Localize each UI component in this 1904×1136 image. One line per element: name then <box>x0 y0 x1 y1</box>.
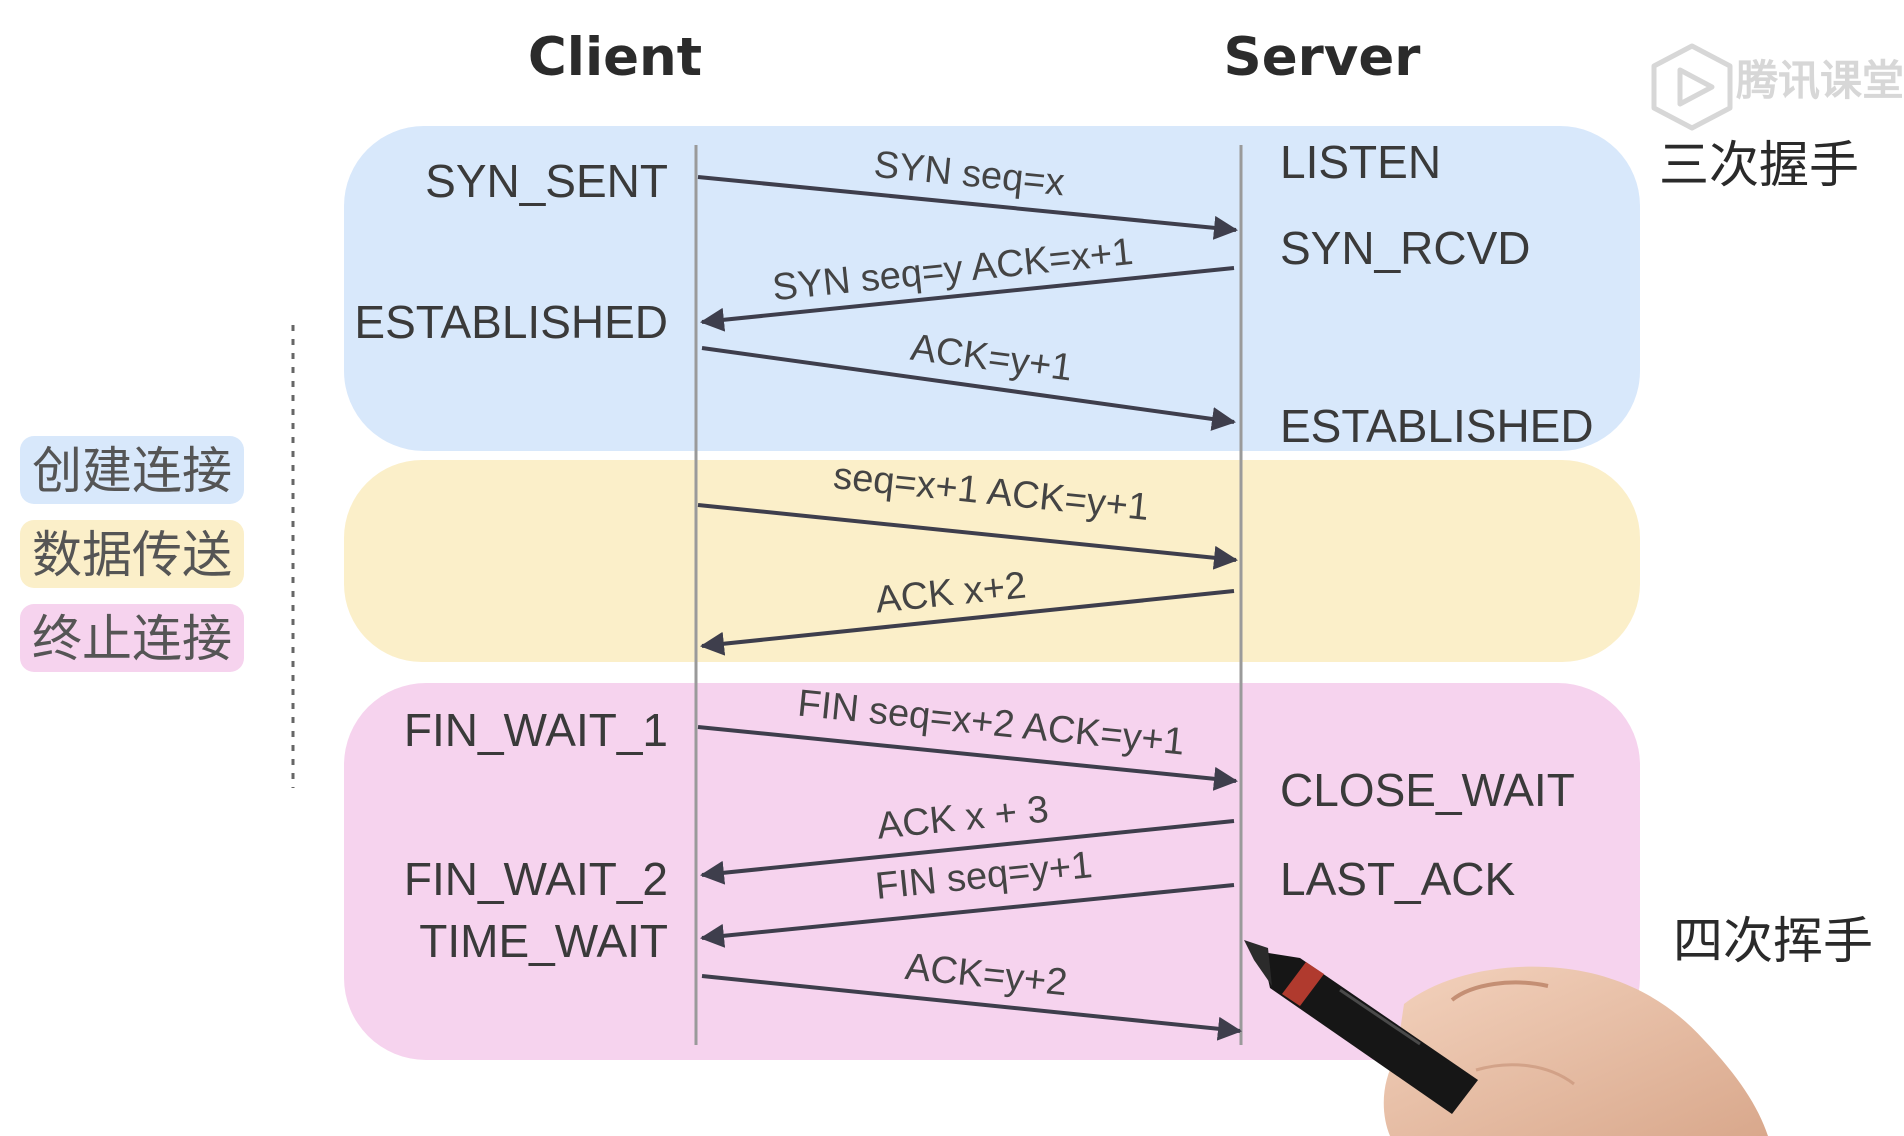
transfer-phase-panel <box>344 460 1640 662</box>
arrow-data <box>697 503 1238 570</box>
play-icon <box>1651 43 1733 131</box>
server-state-close-wait: CLOSE_WAIT <box>1280 764 1575 816</box>
server-state-last-ack: LAST_ACK <box>1280 853 1516 905</box>
arrow-ack <box>701 346 1236 431</box>
server-header: Server <box>1224 27 1421 88</box>
client-state-time-wait: TIME_WAIT <box>419 915 668 967</box>
arrow-server-fin <box>700 883 1235 948</box>
terminate-phase-panel <box>344 683 1640 1060</box>
client-state-established: ESTABLISHED <box>354 296 668 348</box>
legend-establish-label: 创建连接 <box>32 442 232 500</box>
wave-label: 四次挥手 <box>1673 912 1873 970</box>
arrow-fin-ack <box>700 819 1235 885</box>
client-state-fin-wait-1: FIN_WAIT_1 <box>404 704 668 756</box>
watermark-text: 腾讯课堂 <box>1736 56 1904 105</box>
pen-icon <box>1244 940 1478 1114</box>
legend: 创建连接 数据传送 终止连接 <box>20 436 244 672</box>
arrow-final-ack <box>701 974 1242 1041</box>
watermark: 腾讯课堂 <box>1651 43 1904 131</box>
hand-with-pen-image <box>1244 940 1768 1136</box>
arrow-syn <box>697 175 1238 240</box>
server-state-syn-rcvd: SYN_RCVD <box>1280 222 1531 274</box>
legend-establish-chip <box>20 436 244 504</box>
connect-phase-panel <box>344 126 1640 451</box>
client-state-syn-sent: SYN_SENT <box>425 155 668 207</box>
server-state-listen: LISTEN <box>1280 136 1441 188</box>
server-state-established: ESTABLISHED <box>1280 400 1594 452</box>
arrow-syn-ack <box>700 266 1235 332</box>
handshake-label: 三次握手 <box>1659 136 1859 194</box>
client-header: Client <box>528 27 702 88</box>
arrow-fin <box>697 725 1238 791</box>
legend-terminate-chip <box>20 604 244 672</box>
legend-terminate-label: 终止连接 <box>32 610 232 668</box>
arrow-data-ack <box>700 589 1235 656</box>
legend-transfer-label: 数据传送 <box>32 526 232 584</box>
legend-transfer-chip <box>20 520 244 588</box>
client-state-fin-wait-2: FIN_WAIT_2 <box>404 853 668 905</box>
